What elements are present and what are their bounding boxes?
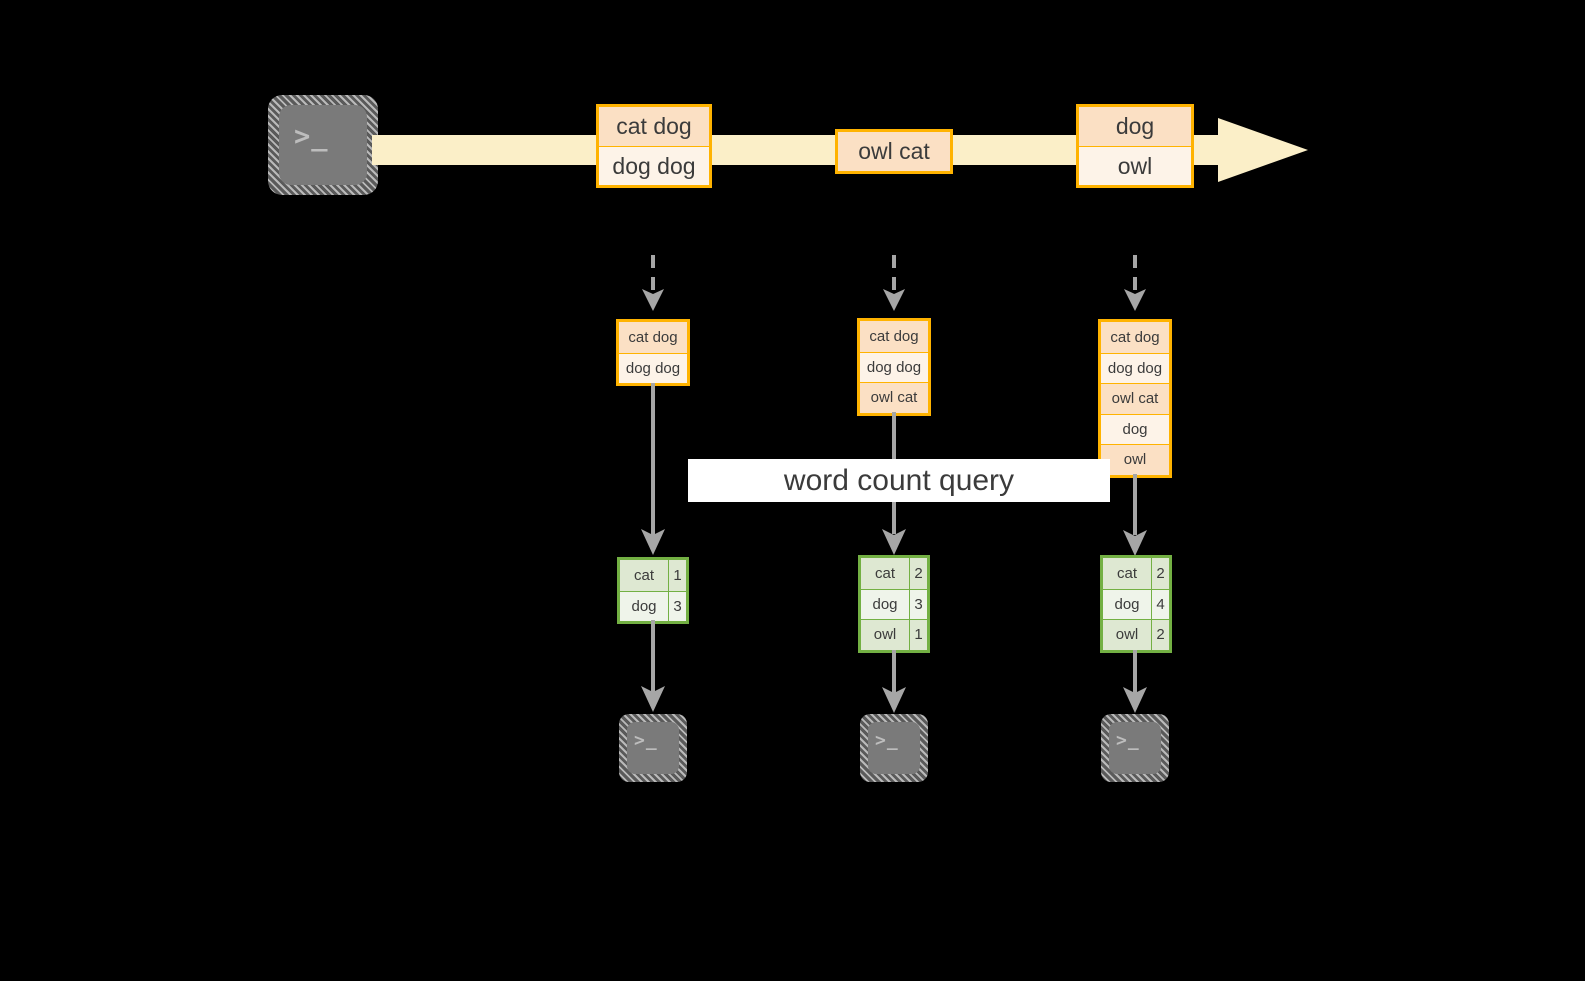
input-line: owl (1101, 444, 1169, 475)
stream-line: dog (1079, 107, 1191, 146)
word-cell: dog (620, 591, 668, 621)
table-row: owl 1 (861, 619, 927, 650)
snapshot-2-dashed-arrow-icon (883, 255, 905, 311)
input-line: owl cat (860, 382, 928, 413)
table-row: dog 3 (620, 590, 686, 621)
snapshot-1-query-arrow-icon (641, 383, 665, 555)
producer-terminal-icon: >_ (268, 95, 378, 195)
input-line: dog dog (1101, 352, 1169, 383)
count-cell: 1 (909, 620, 927, 650)
snapshot-1-output-arrow-icon (641, 620, 665, 712)
snapshot-3-consumer-terminal-icon: >_ (1101, 714, 1169, 782)
count-cell: 4 (1151, 589, 1169, 619)
snapshot-1-result-table[interactable]: cat 1 dog 3 (617, 557, 689, 624)
stream-batch-2[interactable]: owl cat (835, 129, 953, 174)
input-line: cat dog (619, 322, 687, 353)
table-row: cat 2 (861, 558, 927, 589)
snapshot-2-consumer-terminal-icon: >_ (860, 714, 928, 782)
snapshot-1-input-stack[interactable]: cat dog dog dog (616, 319, 690, 386)
input-line: dog dog (619, 352, 687, 383)
word-cell: cat (1103, 558, 1151, 589)
snapshot-3-result-table[interactable]: cat 2 dog 4 owl 2 (1100, 555, 1172, 653)
count-cell: 1 (668, 560, 686, 591)
word-cell: owl (861, 620, 909, 650)
snapshot-3-dashed-arrow-icon (1124, 255, 1146, 311)
terminal-screen (868, 722, 920, 774)
stream-batch-1[interactable]: cat dog dog dog (596, 104, 712, 188)
table-row: owl 2 (1103, 619, 1169, 650)
table-row: cat 1 (620, 560, 686, 591)
snapshot-3-output-arrow-icon (1123, 650, 1147, 713)
input-line: cat dog (1101, 322, 1169, 353)
input-line: owl cat (1101, 383, 1169, 414)
word-cell: dog (1103, 589, 1151, 619)
terminal-screen (627, 722, 679, 774)
stream-line: owl cat (838, 132, 950, 171)
word-count-query-banner: word count query (688, 459, 1110, 502)
stream-batch-3[interactable]: dog owl (1076, 104, 1194, 188)
input-line: dog dog (860, 351, 928, 382)
count-cell: 2 (909, 558, 927, 589)
count-cell: 3 (909, 589, 927, 619)
count-cell: 2 (1151, 558, 1169, 589)
count-cell: 2 (1151, 620, 1169, 650)
word-cell: cat (861, 558, 909, 589)
terminal-prompt-glyph: >_ (875, 730, 899, 751)
count-cell: 3 (668, 591, 686, 621)
snapshot-2-output-arrow-icon (882, 650, 906, 713)
stream-line: cat dog (599, 107, 709, 146)
input-line: cat dog (860, 321, 928, 352)
snapshot-1-dashed-arrow-icon (642, 255, 664, 311)
input-line: dog (1101, 413, 1169, 444)
snapshot-1-consumer-terminal-icon: >_ (619, 714, 687, 782)
banner-label: word count query (783, 463, 1015, 497)
terminal-screen (279, 105, 367, 185)
table-row: dog 3 (861, 588, 927, 619)
stream-line: owl (1079, 146, 1191, 185)
snapshot-3-input-stack[interactable]: cat dog dog dog owl cat dog owl (1098, 319, 1172, 478)
terminal-prompt-glyph: >_ (1116, 730, 1140, 751)
word-cell: dog (861, 589, 909, 619)
word-cell: owl (1103, 620, 1151, 650)
terminal-prompt-glyph: >_ (294, 121, 329, 152)
snapshot-2-input-stack[interactable]: cat dog dog dog owl cat (857, 318, 931, 416)
terminal-prompt-glyph: >_ (634, 730, 658, 751)
table-row: dog 4 (1103, 588, 1169, 619)
terminal-screen (1109, 722, 1161, 774)
snapshot-2-result-table[interactable]: cat 2 dog 3 owl 1 (858, 555, 930, 653)
stream-line: dog dog (599, 146, 709, 185)
table-row: cat 2 (1103, 558, 1169, 589)
snapshot-3-query-arrow-icon (1123, 474, 1147, 556)
word-cell: cat (620, 560, 668, 591)
